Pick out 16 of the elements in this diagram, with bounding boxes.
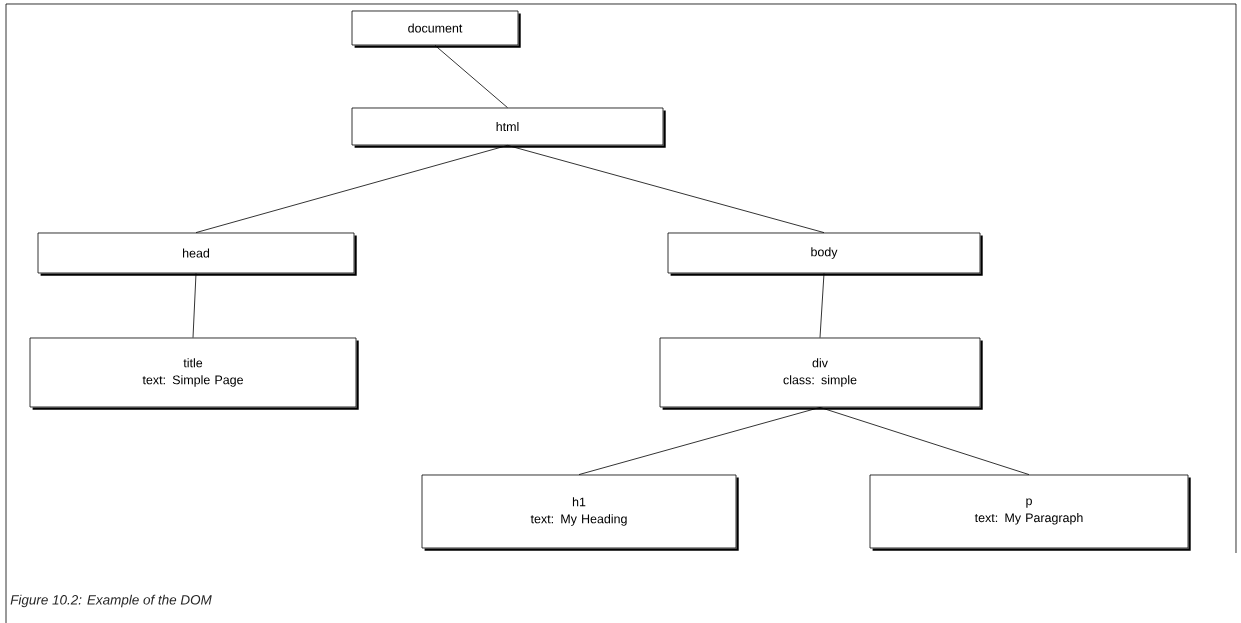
tree-node-box: p text: My Paragraph bbox=[869, 474, 1191, 551]
connector-line bbox=[819, 273, 825, 338]
tree-node-box: body bbox=[667, 232, 983, 276]
connector-line bbox=[434, 45, 508, 108]
tree-node-box: h1 text: My Heading bbox=[421, 474, 739, 551]
tree-node-box: title text: Simple Page bbox=[29, 337, 359, 410]
tree-node-box: html bbox=[351, 107, 666, 148]
connector-line bbox=[195, 145, 508, 233]
tree-node-box: document bbox=[351, 10, 521, 48]
figure-caption: Figure 10.2: Example of the DOM bbox=[10, 594, 212, 608]
connector-line bbox=[578, 407, 821, 475]
connector-line bbox=[192, 273, 197, 338]
tree-node-box: head bbox=[37, 232, 357, 276]
connector-line bbox=[507, 145, 825, 233]
tree-node-box: div class: simple bbox=[659, 337, 983, 410]
connector-line bbox=[819, 407, 1030, 475]
